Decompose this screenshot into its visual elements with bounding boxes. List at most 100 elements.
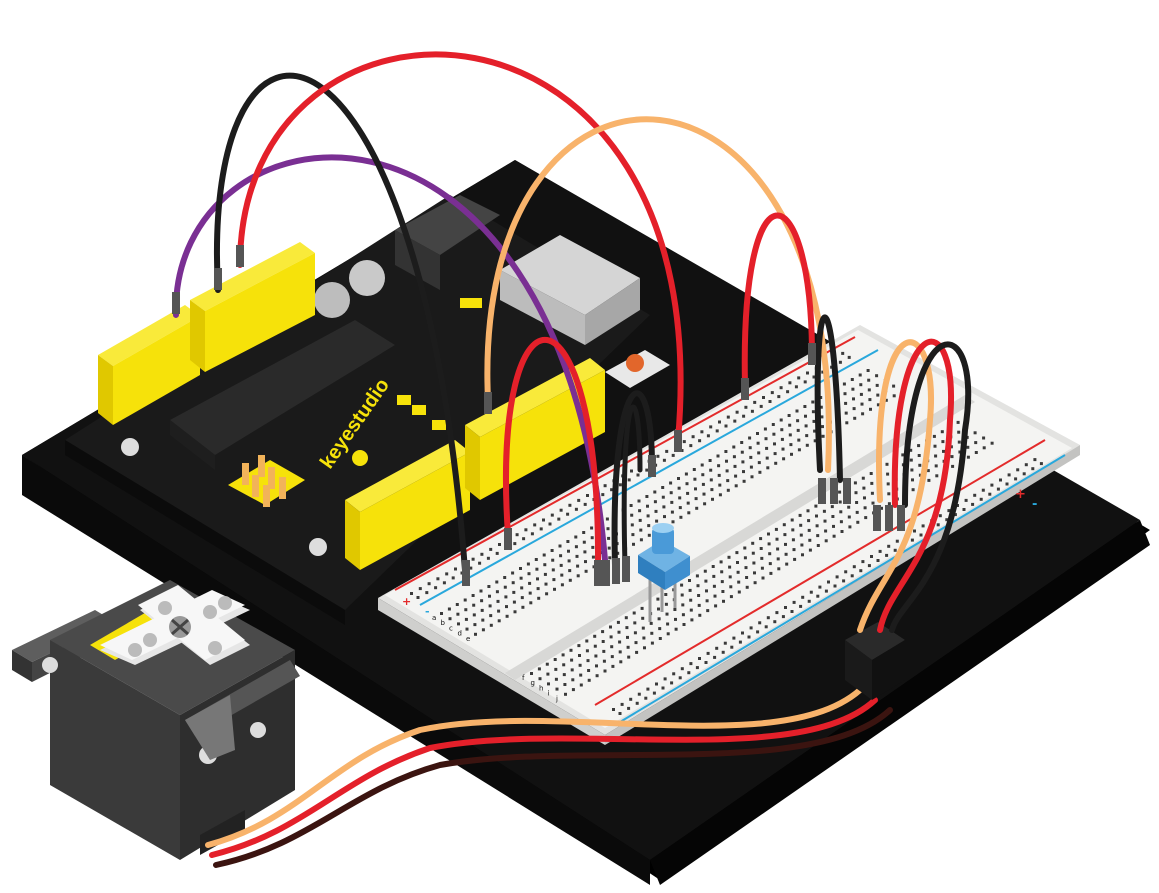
breadboard-hole <box>690 618 694 622</box>
breadboard-hole <box>706 434 710 438</box>
breadboard-hole <box>582 531 586 534</box>
breadboard-hole <box>684 472 688 476</box>
breadboard-hole <box>577 498 581 502</box>
center-trench <box>505 395 975 680</box>
breadboard-hole <box>646 504 649 508</box>
servo-horn[interactable] <box>100 585 250 665</box>
breadboard-hole <box>451 576 455 580</box>
breadboard-hole <box>464 617 468 621</box>
breadboard-hole <box>990 441 994 445</box>
breadboard-hole <box>503 585 507 589</box>
row-letter: b <box>441 619 446 627</box>
breadboard-hole <box>680 667 684 671</box>
breadboard-hole <box>624 616 628 620</box>
rail-plus-label: + <box>402 595 411 608</box>
breadboard-hole <box>609 635 613 639</box>
breadboard-hole <box>780 437 784 441</box>
breadboard-hole <box>761 576 765 580</box>
breadboard-hole <box>715 646 719 650</box>
breadboard-hole <box>689 598 693 602</box>
breadboard-hole <box>646 687 650 691</box>
potentiometer[interactable] <box>638 523 690 622</box>
breadboard-hole <box>626 635 629 639</box>
breadboard-hole <box>813 429 817 433</box>
breadboard-hole <box>629 504 633 507</box>
breadboard-hole <box>625 626 629 630</box>
breadboard-hole <box>666 622 670 626</box>
breadboard-hole <box>571 688 575 692</box>
breadboard-hole <box>705 589 708 593</box>
breadboard-hole <box>655 519 659 523</box>
breadboard-hole <box>788 433 792 437</box>
breadboard-hole <box>593 644 597 648</box>
breadboard-hole <box>658 627 662 631</box>
breadboard-hole <box>863 506 867 510</box>
breadboard-hole <box>950 455 954 459</box>
breadboard-hole <box>657 617 661 621</box>
rail-minus-label: - <box>425 605 430 618</box>
breadboard-hole <box>567 559 571 563</box>
breadboard-hole <box>792 548 796 552</box>
breadboard-hole <box>769 571 773 575</box>
breadboard-hole <box>712 574 716 578</box>
breadboard-hole <box>816 544 820 547</box>
breadboard-hole <box>813 439 817 443</box>
breadboard-hole <box>582 540 586 544</box>
potentiometer-knob[interactable] <box>652 528 674 554</box>
breadboard-hole <box>945 518 949 522</box>
breadboard-hole <box>533 523 537 527</box>
breadboard-hole <box>650 631 654 635</box>
breadboard-hole <box>495 580 499 584</box>
breadboard-hole <box>682 440 686 444</box>
breadboard-hole <box>1031 467 1035 471</box>
breadboard-hole <box>717 473 721 477</box>
breadboard-hole <box>853 481 857 485</box>
wire-black <box>214 72 468 573</box>
breadboard-hole <box>440 612 443 615</box>
breadboard-hole <box>673 608 677 611</box>
breadboard-hole <box>709 468 713 472</box>
breadboard-hole <box>722 599 725 603</box>
breadboard-hole <box>973 493 977 497</box>
breadboard-hole <box>1005 482 1009 486</box>
breadboard-hole <box>729 585 733 589</box>
breadboard-hole <box>594 654 598 658</box>
breadboard-hole <box>774 527 778 531</box>
breadboard-hole <box>732 636 736 640</box>
breadboard-hole <box>832 524 835 528</box>
breadboard-hole <box>843 392 847 396</box>
breadboard-hole <box>847 505 851 509</box>
breadboard-hole <box>918 473 922 477</box>
breadboard-hole <box>981 488 985 492</box>
breadboard-hole <box>789 443 793 447</box>
breadboard-hole <box>618 483 622 487</box>
breadboard-hole <box>749 455 753 459</box>
breadboard-hole <box>649 621 653 625</box>
breadboard-hole <box>741 631 744 635</box>
breadboard-hole <box>811 400 815 404</box>
breadboard-hole <box>748 446 752 450</box>
breadboard-hole <box>847 355 851 359</box>
breadboard-hole <box>867 564 871 568</box>
breadboard-hole <box>733 419 737 423</box>
breadboard-hole <box>610 645 614 649</box>
breadboard-hole <box>858 373 862 377</box>
breadboard-hole <box>442 581 446 585</box>
servo-motor <box>12 580 300 860</box>
breadboard-hole <box>642 636 646 640</box>
breadboard-hole <box>611 664 615 668</box>
breadboard-hole <box>724 450 728 453</box>
breadboard-hole <box>602 659 606 663</box>
breadboard-hole <box>694 487 697 491</box>
wire-red <box>877 338 954 633</box>
breadboard-hole <box>784 552 788 556</box>
breadboard-hole <box>610 488 614 492</box>
breadboard-hole <box>1007 473 1011 477</box>
breadboard-hole <box>498 543 501 546</box>
breadboard-hole <box>537 596 541 600</box>
breadboard-hole <box>824 589 828 593</box>
breadboard-hole <box>680 583 684 587</box>
breadboard-hole <box>617 630 621 634</box>
breadboard-hole <box>677 486 681 490</box>
